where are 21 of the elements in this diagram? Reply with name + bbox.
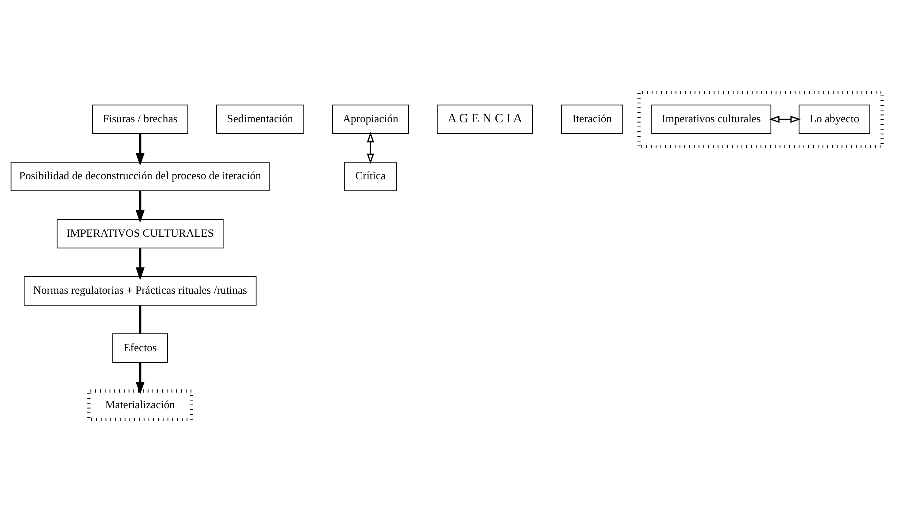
arrow	[136, 191, 145, 224]
node-box: Crítica	[344, 162, 397, 192]
arrow	[367, 132, 374, 164]
node-box: Normas regulatorias + Prácticas rituales /rutinas	[24, 276, 257, 306]
arrow	[136, 134, 145, 166]
node-box: Fisuras / brechas	[92, 104, 188, 134]
node-box: Posibilidad de deconstrucción del proceso de iteración	[10, 162, 270, 192]
node-box: A G E N C I A	[437, 104, 534, 134]
node-box: Efectos	[112, 334, 168, 364]
arrow	[136, 248, 145, 280]
connector	[139, 306, 142, 334]
node-box: Apropiación	[332, 104, 410, 134]
node-box: Materialización	[88, 390, 194, 422]
node-box: Iteración	[561, 104, 624, 134]
arrow	[769, 116, 802, 124]
arrow	[136, 362, 145, 395]
node-box: Imperativos culturales	[652, 104, 772, 134]
cluster	[638, 90, 884, 148]
node-box: IMPERATIVOS CULTURALES	[56, 219, 224, 249]
node-box: Sedimentación	[216, 104, 304, 134]
node-box: Lo abyecto	[798, 104, 870, 134]
